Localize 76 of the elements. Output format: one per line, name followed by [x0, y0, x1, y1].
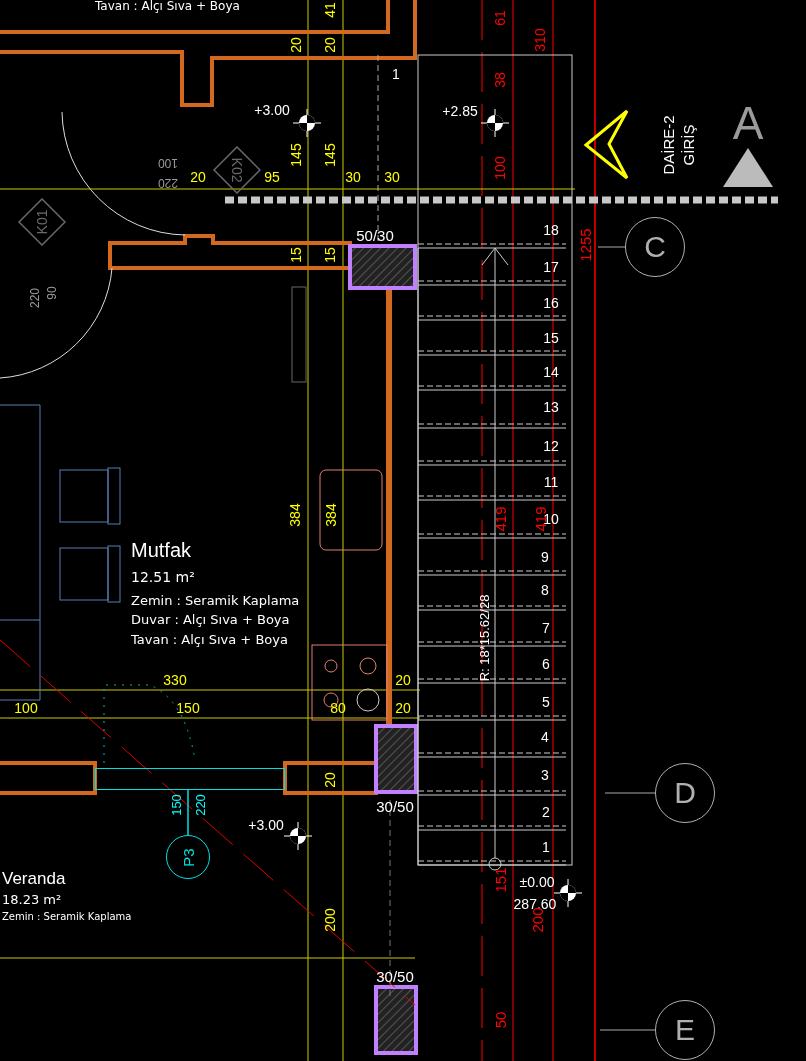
room-name: Veranda [2, 869, 66, 887]
section-letter: A [732, 100, 764, 146]
step-number: 14 [543, 365, 559, 379]
dimension-label: 330 [163, 673, 187, 687]
dimension-label: 145 [323, 143, 337, 167]
dimension-label: 220 [29, 288, 41, 308]
dimension-label: 384 [288, 503, 302, 527]
step-number: 1 [542, 840, 550, 854]
room-area: 18.23 m² [2, 892, 62, 906]
elevation-label: +3.00 [254, 103, 290, 117]
finish-note: Tavan : Alçı Sıva + Boya [95, 0, 240, 12]
dimension-label: 1255 [577, 228, 593, 262]
grid-bubble: E [655, 1000, 715, 1060]
elevation-label: +2.85 [442, 104, 478, 118]
dimension-label: 220 [158, 177, 178, 189]
step-number: 9 [541, 550, 549, 564]
finish-note: Zemin : Seramik Kaplama [131, 593, 300, 607]
dimension-label: 150 [176, 701, 200, 715]
dimension-label: 15 [323, 247, 337, 263]
dimension-label: 145 [289, 143, 303, 167]
room-name: Mutfak [131, 540, 192, 560]
step-number: 15 [543, 331, 559, 345]
entry-label: DAİRE-2 [660, 115, 676, 175]
dimension-label: 20 [395, 701, 411, 715]
step-number: 16 [543, 296, 559, 310]
door-tag: K02 [213, 146, 261, 194]
finish-note: Tavan : Alçı Sıva + Boya [131, 632, 288, 646]
step-number: 17 [543, 260, 559, 274]
step-number: 11 [543, 475, 559, 489]
step-number: 13 [543, 400, 559, 414]
dimension-label: 50 [492, 1011, 508, 1029]
stair-note: R: 18*15.62/28 [477, 594, 491, 682]
dimension-label: 220 [193, 794, 207, 816]
dimension-label: 90 [46, 286, 58, 300]
dimension-label: 20 [395, 673, 411, 687]
finish-note: Duvar : Alçı Sıva + Boya [131, 612, 290, 626]
dimension-label: 419 [492, 506, 508, 532]
step-number: 18 [543, 223, 559, 237]
dimension-label: 38 [493, 72, 507, 88]
dimension-label: 61 [493, 10, 507, 26]
step-number: 4 [541, 730, 549, 744]
dimension-label: 20 [323, 37, 337, 53]
dimension-label: 15 [289, 247, 303, 263]
dimension-label: 384 [324, 503, 338, 527]
step-number: 7 [542, 621, 550, 635]
elevation-label: +3.00 [248, 818, 284, 832]
column-size-label: 30/50 [376, 798, 414, 814]
column-size-label: 50/30 [356, 227, 394, 243]
dimension-label: 150 [169, 794, 183, 816]
elevation-label: ±0.00 [519, 875, 555, 889]
dimension-label: 100 [158, 157, 178, 169]
step-number: 6 [542, 657, 550, 671]
dimension-label: 20 [289, 37, 303, 53]
window-symbol [95, 768, 285, 790]
entry-label: GİRİŞ [680, 124, 696, 166]
dimension-label: 30 [384, 170, 400, 184]
step-number: 3 [541, 768, 549, 782]
dimension-label: 151 [492, 867, 508, 893]
dimension-label: 20 [323, 772, 337, 788]
step-number: 8 [541, 583, 549, 597]
step-number: 2 [542, 805, 550, 819]
dimension-label: 310 [533, 28, 547, 52]
dimension-label: 80 [330, 701, 346, 715]
step-number: 12 [543, 439, 559, 453]
dimension-label: 100 [493, 156, 507, 180]
column-size-label: 30/50 [376, 968, 414, 984]
room-area: 12.51 m² [131, 570, 195, 584]
dimension-label: 100 [14, 701, 38, 715]
step-number: 1 [392, 67, 400, 81]
dimension-label: 41 [323, 2, 337, 18]
dimension-label: 200 [323, 908, 337, 932]
step-number: 5 [542, 695, 550, 709]
finish-note: Zemin : Seramik Kaplama [2, 912, 132, 922]
dimension-label: 30 [345, 170, 361, 184]
door-tag: K01 [18, 198, 66, 246]
leader-line [187, 789, 189, 836]
